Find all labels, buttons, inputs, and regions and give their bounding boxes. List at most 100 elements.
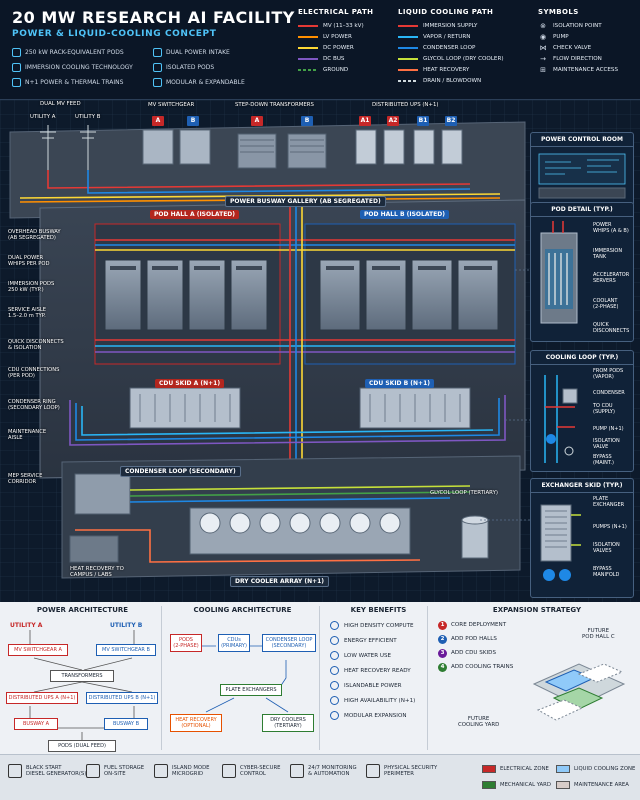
- legend-row: CONDENSER LOOP: [398, 42, 504, 53]
- benefit-item: MODULAR EXPANSION: [330, 708, 427, 723]
- summary-panel: POWER ARCHITECTURE UTILITY A UTILITY B M…: [0, 602, 640, 754]
- mv-switchgear-equipment: [142, 129, 211, 165]
- swg-a-tag: A: [152, 116, 164, 126]
- benefit-item: ENERGY EFFICIENT: [330, 633, 427, 648]
- skid-label-isolation: ISOLATION VALVES: [593, 542, 620, 554]
- legend-row: ⋈CHECK VALVE: [539, 43, 592, 52]
- pod-hall-b-label: POD HALL B (ISOLATED): [360, 210, 449, 219]
- legend-row: MV (11–33 kV): [298, 20, 373, 31]
- dual-mv-feed-label: DUAL MV FEED: [40, 101, 81, 107]
- callout-overhead-busway: OVERHEAD BUSWAY (AB SEGREGATED): [8, 229, 61, 241]
- feature-item: MODULAR & EXPANDABLE: [153, 78, 245, 87]
- legend-title: LIQUID COOLING PATH: [398, 8, 494, 16]
- mv-line-swatch: [298, 24, 318, 27]
- water-drop-icon: [330, 651, 339, 660]
- dc-line-swatch: [298, 46, 318, 49]
- distributed-ups-label: DISTRIBUTED UPS (N+1): [372, 102, 439, 108]
- control-room-drawing: [538, 153, 626, 199]
- fence-icon: [366, 764, 380, 778]
- footer: BLACK START DIESEL GENERATOR(S) FUEL STO…: [0, 754, 640, 800]
- cdu-skid-a-label: CDU SKID A (N+1): [155, 379, 225, 388]
- section-title: KEY BENEFITS: [350, 606, 407, 614]
- section-title: POWER ARCHITECTURE: [36, 606, 129, 614]
- pa-utility-b: UTILITY B: [110, 622, 143, 629]
- footer-item: CYBER-SECURE CONTROL: [222, 764, 281, 778]
- cooling-loop-panel: COOLING LOOP (TYP.) FROM PODS (VAPOR) CO…: [530, 350, 634, 472]
- legend-row: DRAIN / BLOWDOWN: [398, 75, 504, 86]
- pod-label-accelerator: ACCELERATOR SERVERS: [593, 272, 630, 284]
- key-benefits-section: KEY BENEFITS HIGH DENSITY COMPUTE ENERGY…: [324, 606, 428, 750]
- feature-item: 250 kW RACK-EQUIVALENT PODS: [12, 48, 124, 57]
- callout-condenser-ring: CONDENSER RING (SECONDARY LOOP): [8, 399, 60, 411]
- maintenance-area-swatch: [556, 781, 570, 789]
- ups-a1-tag: A1: [359, 116, 371, 126]
- utility-b-label: UTILITY B: [75, 114, 101, 120]
- benefit-item: HEAT RECOVERY READY: [330, 663, 427, 678]
- benefit-item: ISLANDABLE POWER: [330, 678, 427, 693]
- benefit-item: HIGH AVAILABILITY (N+1): [330, 693, 427, 708]
- ca-plate-exchangers: PLATE EXCHANGERS: [220, 684, 282, 696]
- legend-row: IMMERSION SUPPLY: [398, 20, 504, 31]
- cdu-skid-equipment: [129, 387, 471, 429]
- utility-poles: [40, 125, 96, 170]
- future-pod-hall-label: FUTURE POD HALL C: [582, 628, 615, 640]
- power-architecture-section: POWER ARCHITECTURE UTILITY A UTILITY B M…: [4, 606, 162, 752]
- tower-icon: [154, 764, 168, 778]
- pa-swg-a: MV SWITCHGEAR A: [8, 644, 68, 656]
- glycol-line-swatch: [398, 57, 418, 60]
- pod-label-coolant: COOLANT (2-PHASE): [593, 298, 619, 310]
- electrical-zone-swatch: [482, 765, 496, 773]
- pa-pods: PODS (DUAL FEED): [48, 740, 116, 752]
- heat-recovery-building: [69, 535, 119, 563]
- flame-icon: [330, 666, 339, 675]
- header: 20 MW RESEARCH AI FACILITY POWER & LIQUI…: [0, 0, 640, 100]
- legend-row: DC BUS: [298, 53, 373, 64]
- benefit-item: HIGH DENSITY COMPUTE: [330, 618, 427, 633]
- loop-label-to-cdu: TO CDU (SUPPLY): [593, 403, 615, 415]
- exchanger-skid-panel: EXCHANGER SKID (TYP.) PLATE EXCHANGER PU…: [530, 478, 634, 598]
- dcbus-line-swatch: [298, 57, 318, 60]
- legend-row: LV POWER: [298, 31, 373, 42]
- island-icon: [330, 681, 339, 690]
- dry-cooler-array: [189, 507, 411, 555]
- zone-key: MECHANICAL YARD: [482, 781, 551, 789]
- future-cooling-yard-label: FUTURE COOLING YARD: [458, 716, 500, 728]
- pa-ups-b: DISTRIBUTED UPS B (N+1): [86, 692, 158, 704]
- ups-b1-tag: B1: [417, 116, 429, 126]
- footer-item: BLACK START DIESEL GENERATOR(S): [8, 764, 86, 778]
- hall-b-pods: [319, 259, 499, 331]
- loop-label-pump: PUMP (N+1): [593, 426, 624, 432]
- feature-item: N+1 POWER & THERMAL TRAINS: [12, 78, 123, 87]
- availability-icon: [330, 696, 339, 705]
- ca-cdus: CDUs (PRIMARY): [218, 634, 250, 652]
- page-title: 20 MW RESEARCH AI FACILITY: [12, 8, 295, 27]
- hall-a-pods: [104, 259, 268, 331]
- pump-icon: ◉: [539, 32, 547, 41]
- pa-swg-b: MV SWITCHGEAR B: [96, 644, 156, 656]
- legend-row: HEAT RECOVERY: [398, 64, 504, 75]
- footer-item: PHYSICAL SECURITY PERIMETER: [366, 764, 437, 778]
- loop-label-condenser: CONDENSER: [593, 390, 625, 396]
- footer-item: ISLAND MODE MICROGRID: [154, 764, 210, 778]
- feature-item: IMMERSION COOLING TECHNOLOGY: [12, 63, 133, 72]
- loop-label-isolation: ISOLATION VALVE: [593, 438, 620, 450]
- pa-busway-a: BUSWAY A: [14, 718, 58, 730]
- zone-key: MAINTENANCE AREA: [556, 781, 629, 789]
- pod-detail-panel: POD DETAIL (TYP.) POWER WHIPS (A & B) IM…: [530, 202, 634, 342]
- legend-row: VAPOR / RETURN: [398, 31, 504, 42]
- maintenance-access-icon: ⊞: [540, 65, 546, 74]
- feature-item: DUAL POWER INTAKE: [153, 48, 230, 57]
- leaf-icon: [330, 636, 339, 645]
- facility-illustration: DUAL MV FEED UTILITY A UTILITY B MV SWIT…: [0, 100, 640, 602]
- ups-a2-tag: A2: [387, 116, 399, 126]
- pa-busway-b: BUSWAY B: [104, 718, 148, 730]
- legend-title: ELECTRICAL PATH: [298, 8, 374, 16]
- callout-power-whips: DUAL POWER WHIPS PER POD: [8, 255, 50, 267]
- hall-piping: [95, 204, 515, 470]
- generator-icon: [8, 764, 22, 778]
- section-title: EXPANSION STRATEGY: [492, 606, 582, 614]
- cooling-architecture-section: COOLING ARCHITECTURE PODS (2-PHASE) CDUs…: [166, 606, 320, 750]
- pa-ups-a: DISTRIBUTED UPS A (N+1): [6, 692, 78, 704]
